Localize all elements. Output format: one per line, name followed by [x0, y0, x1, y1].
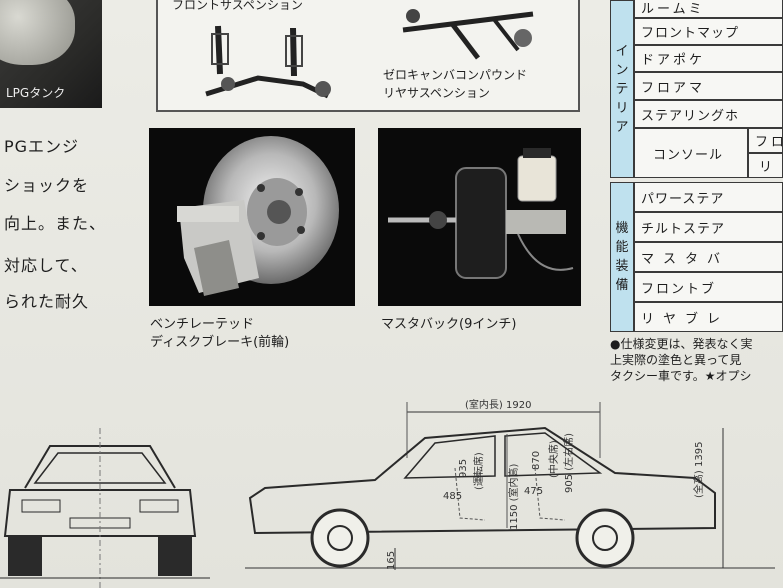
lpg-tank-label: LPGタンク [6, 86, 66, 100]
body-line-2: ショックを [4, 176, 90, 195]
rear-suspension-caption-2: リヤサスペンション [383, 86, 490, 100]
dim-870-label: (中央席) [549, 440, 560, 478]
interior-row-1: ルームミ [634, 0, 783, 18]
console-sub-1: フロ [748, 128, 783, 153]
brake-caption-1: ベンチレーテッド [150, 317, 255, 332]
dim-475: 475 [524, 486, 544, 497]
dim-485: 485 [443, 491, 463, 502]
dim-935-label: (運転席) [474, 452, 485, 490]
interior-header-4: リ [615, 100, 629, 116]
note-line-3: タクシー車です。★オプシ [610, 369, 752, 383]
interior-row-4: フロアマ [634, 72, 783, 100]
note-line-2: 上実際の塗色と異って見 [610, 353, 742, 367]
lpg-tank-shape [0, 0, 75, 65]
interior-header: イ ン テ リ ア [610, 0, 634, 178]
disc-brake-drawing [177, 136, 339, 296]
front-suspension-drawing [205, 25, 331, 99]
function-header-3: 装 [615, 259, 629, 274]
master-vac-photo [378, 128, 581, 306]
car-front-view-drawing [0, 428, 210, 588]
interior-header-1: イ [615, 43, 629, 59]
interior-row-5: ステアリングホ [634, 100, 783, 128]
function-header-4: 備 [615, 278, 629, 293]
car-side-view-drawing [245, 402, 775, 570]
overall-height-label: (全高) 1395 [694, 441, 705, 498]
dim-870: 870 [531, 450, 542, 470]
interior-header-3: テ [615, 81, 629, 97]
disc-brake-photo [149, 128, 355, 306]
function-row-2: チルトステア [634, 212, 783, 242]
dim-165: 165 [386, 550, 397, 570]
dim-1150: 1150 (室内高) [509, 463, 520, 530]
dim-905: 905 (左右席) [564, 432, 575, 493]
suspension-frame: フロントサスペンション ゼロキャンバコンパウンド リヤサスペンション [156, 0, 580, 112]
rear-suspension-caption-1: ゼロキャンバコンパウンド [383, 68, 528, 82]
function-row-4: フロントブ [634, 272, 783, 302]
function-row-1: パワーステア [634, 182, 783, 212]
console-sub-2: リ [748, 153, 783, 178]
console-label: コンソール [634, 128, 748, 178]
dim-935: 935 [458, 458, 469, 478]
function-header: 機 能 装 備 [610, 182, 634, 332]
interior-row-2: フロントマップ [634, 18, 783, 45]
brake-caption-2: ディスクブレーキ(前輪) [150, 335, 290, 350]
body-line-5: られた耐久 [4, 292, 90, 311]
function-header-1: 機 [615, 221, 629, 236]
front-suspension-caption: フロントサスペンション [172, 0, 303, 12]
function-header-2: 能 [615, 240, 629, 255]
interior-row-3: ドアポケ [634, 45, 783, 72]
function-row-5: リヤブレ [634, 302, 783, 332]
rear-suspension-drawing [402, 9, 534, 60]
lpg-tank-photo: LPGタンク [0, 0, 102, 108]
spec-table: イ ン テ リ ア ルームミ フロントマップ ドアポケ フロアマ ステアリングホ… [610, 0, 783, 336]
body-line-4: 対応して、 [4, 256, 88, 275]
note-line-1: ●仕様変更は、発表なく実 [610, 337, 753, 351]
function-row-3: マスタバ [634, 242, 783, 272]
interior-header-5: ア [615, 119, 629, 135]
master-vac-caption: マスタバック(9インチ) [381, 317, 517, 332]
body-line-3: 向上。また、 [4, 214, 107, 233]
interior-header-2: ン [615, 62, 629, 78]
body-line-1: PGエンジ [4, 137, 80, 156]
master-vac-drawing [388, 148, 574, 279]
interior-length-label: (室内長) 1920 [465, 400, 532, 411]
